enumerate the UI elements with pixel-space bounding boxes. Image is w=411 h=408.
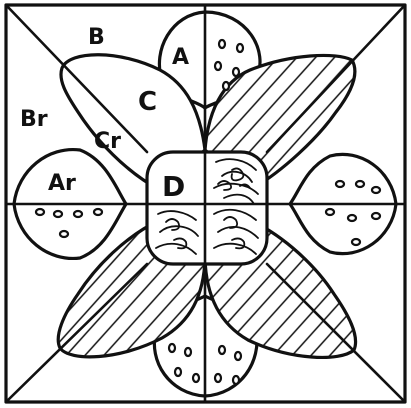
label-a: A: [172, 45, 189, 70]
label-c: C: [138, 87, 157, 117]
label-ar: Ar: [48, 171, 76, 196]
label-b: B: [88, 25, 105, 50]
label-br: Br: [20, 107, 48, 132]
label-d: D: [162, 170, 185, 203]
center-square: [147, 152, 267, 264]
label-cr: Cr: [94, 129, 121, 154]
